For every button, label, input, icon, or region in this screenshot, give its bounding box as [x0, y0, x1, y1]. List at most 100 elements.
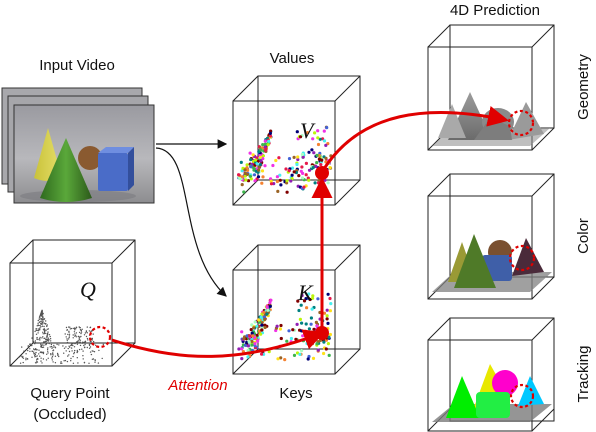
cloud-point — [275, 324, 279, 328]
cloud-point — [289, 336, 293, 341]
cloud-point — [245, 163, 249, 167]
cloud-point — [260, 181, 264, 185]
cloud-point — [246, 344, 250, 348]
cloud-point — [46, 332, 49, 335]
cloud-point — [310, 342, 314, 346]
cloud-point — [244, 178, 248, 182]
cloud-point — [266, 308, 270, 312]
cloud-point — [52, 350, 54, 352]
cloud-point — [265, 312, 269, 316]
cloud-point — [26, 358, 29, 360]
cloud-point — [68, 335, 71, 337]
cloud-point — [47, 347, 49, 349]
cloud-point — [47, 328, 50, 330]
cloud-point — [304, 322, 308, 326]
cloud-point — [44, 342, 46, 344]
cloud-point — [287, 169, 291, 173]
cloud-point — [79, 341, 81, 343]
cloud-point — [285, 179, 289, 183]
cloud-point — [75, 328, 77, 330]
cloud-point — [50, 342, 53, 344]
cloud-point — [240, 175, 245, 179]
cloud-point — [35, 351, 37, 354]
cloud-point — [27, 345, 29, 347]
cloud-point — [34, 341, 37, 344]
cloud-point — [43, 337, 45, 340]
cloud-point — [36, 349, 38, 351]
cloud-point — [240, 357, 244, 361]
cloud-point — [36, 336, 38, 339]
cloud-point — [36, 329, 38, 332]
cloud-point — [260, 328, 264, 332]
cloud-point — [307, 150, 311, 154]
cloud-point — [74, 349, 76, 352]
cloud-point — [245, 166, 249, 170]
cloud-point — [51, 357, 53, 359]
cloud-point — [315, 153, 319, 157]
cloud-point — [37, 330, 40, 332]
cloud-point — [251, 334, 255, 338]
cloud-point — [301, 155, 305, 159]
input-video-frames — [1, 87, 155, 204]
geometry-cube — [427, 24, 555, 151]
cloud-point — [295, 162, 299, 167]
cloud-point — [46, 328, 48, 330]
cloud-point — [250, 343, 254, 347]
q-symbol: Q — [80, 277, 96, 302]
cloud-point — [325, 308, 329, 312]
cloud-point — [41, 362, 43, 364]
cloud-point — [40, 323, 42, 325]
cloud-point — [23, 350, 25, 352]
cloud-point — [252, 326, 256, 330]
cloud-point — [263, 142, 267, 146]
cloud-point — [45, 343, 47, 345]
cloud-point — [299, 303, 303, 307]
cloud-point — [40, 346, 42, 348]
cloud-point — [38, 321, 41, 324]
query-point-marker — [88, 325, 112, 349]
cloud-point — [63, 347, 66, 349]
cloud-point — [239, 160, 243, 164]
cloud-point — [311, 294, 315, 298]
cloud-point — [301, 334, 305, 338]
cloud-point — [258, 155, 263, 159]
cloud-point — [42, 317, 44, 319]
arrow-video-to-keys — [155, 147, 227, 297]
cloud-point — [300, 293, 304, 298]
cloud-point — [68, 350, 71, 353]
cloud-point — [76, 343, 79, 345]
cloud-point — [326, 342, 330, 346]
cloud-point — [38, 328, 40, 330]
tracking-query-marker — [509, 383, 535, 409]
cloud-point — [72, 337, 74, 339]
cloud-point — [307, 168, 312, 172]
cloud-point — [311, 166, 315, 170]
cloud-point — [316, 142, 321, 147]
cloud-point — [31, 356, 33, 358]
cloud-point — [43, 322, 45, 324]
cloud-point — [250, 323, 254, 327]
cloud-point — [295, 322, 299, 326]
cloud-point — [68, 336, 70, 339]
cloud-point — [36, 338, 38, 340]
cloud-point — [68, 354, 70, 356]
cloud-point — [57, 353, 59, 356]
cloud-point — [50, 343, 53, 346]
cloud-point — [255, 162, 259, 166]
cloud-point — [88, 362, 90, 364]
cloud-point — [38, 349, 40, 351]
geometry-label: Geometry — [575, 54, 592, 120]
cloud-point — [78, 339, 81, 341]
cloud-point — [45, 359, 48, 361]
cloud-point — [40, 360, 42, 362]
cloud-point — [283, 358, 287, 362]
cloud-point — [296, 157, 300, 162]
cloud-point — [72, 327, 74, 330]
cloud-point — [66, 339, 69, 341]
cloud-point — [325, 314, 329, 318]
cloud-point — [43, 344, 45, 346]
cloud-point — [94, 361, 96, 363]
cloud-point — [298, 135, 303, 139]
cloud-point — [247, 340, 251, 344]
cloud-point — [37, 324, 39, 326]
